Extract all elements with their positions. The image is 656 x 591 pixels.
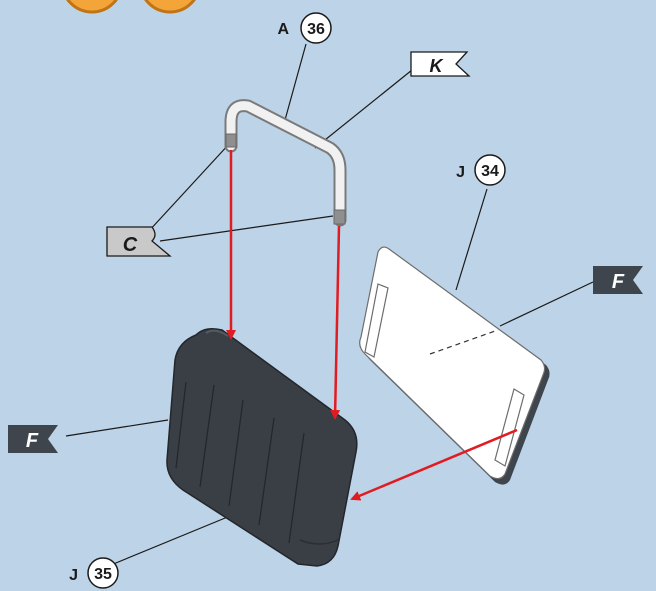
leader-c-bottom <box>159 215 334 242</box>
flag-f-right-label: F <box>612 271 625 293</box>
flag-c-label: C <box>123 234 138 256</box>
step-badges <box>66 0 196 14</box>
flag-f-left: F <box>8 425 58 453</box>
part-label-34: J 34 <box>456 154 506 186</box>
pad-center-dashes <box>429 329 499 355</box>
pad-part-34 <box>359 246 550 485</box>
handle-part-36 <box>224 99 347 227</box>
part-label-36: A 36 <box>277 12 332 44</box>
leader-f-right <box>499 281 594 327</box>
part-36-letter: A <box>277 21 289 38</box>
part-label-35: J 35 <box>69 557 119 589</box>
flag-k: K <box>410 51 471 77</box>
flag-f-left-label: F <box>26 430 39 452</box>
flag-c: C <box>106 226 172 257</box>
cushion-part-35 <box>166 328 358 567</box>
part-35-number: 35 <box>94 566 112 583</box>
part-36-number: 36 <box>307 21 325 38</box>
flag-f-right: F <box>593 266 643 294</box>
step-badge-1 <box>66 0 118 14</box>
leader-k <box>314 69 413 149</box>
step-badge-2 <box>144 0 196 14</box>
arrow-pad-to-cushion <box>350 428 518 501</box>
leader-34 <box>455 188 488 291</box>
arrow-handle-right <box>330 225 341 420</box>
leader-lines <box>65 43 594 566</box>
handle-end-right <box>333 209 346 225</box>
leader-c-top <box>147 142 231 233</box>
handle-end-left <box>225 133 237 148</box>
leader-36 <box>284 43 307 121</box>
leader-35 <box>110 515 231 566</box>
flag-k-label: K <box>430 56 445 76</box>
pad-strip-left <box>364 283 389 358</box>
assembly-arrows <box>226 150 518 501</box>
part-34-number: 34 <box>481 163 499 180</box>
part-35-letter: J <box>69 567 78 584</box>
leader-f-left <box>65 419 169 437</box>
part-34-letter: J <box>456 164 465 181</box>
